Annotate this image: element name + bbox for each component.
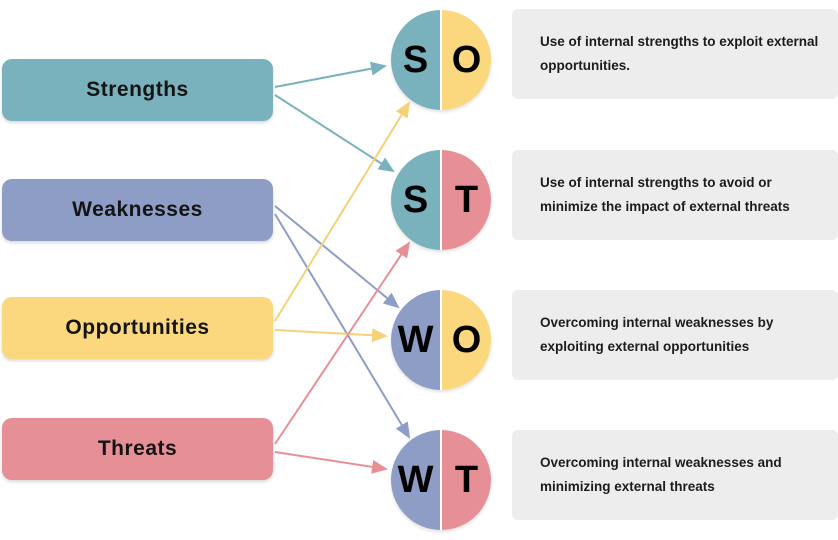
- circle-wt-right-half: T: [442, 430, 491, 530]
- circle-wo-right-half: O: [442, 290, 491, 390]
- combo-letter-w: W: [397, 318, 434, 361]
- arrow-weaknesses-to-wo: [274, 205, 400, 309]
- arrow-threats-to-wt: [274, 451, 388, 474]
- category-box-threats: Threats: [2, 418, 273, 480]
- category-box-strengths: Strengths: [2, 59, 273, 121]
- combo-letter-s: S: [402, 178, 429, 221]
- circle-so-left-half: S: [391, 10, 440, 110]
- circle-divider: [440, 10, 442, 110]
- description-text-wo: Overcoming internal weaknesses by exploi…: [540, 315, 774, 354]
- combo-letter-s: S: [402, 38, 429, 81]
- arrow-threats-to-st: [274, 241, 411, 445]
- description-text-wt: Overcoming internal weaknesses and minim…: [540, 455, 782, 494]
- combo-circle-wt: W T: [391, 430, 491, 530]
- circle-st-right-half: T: [442, 150, 491, 250]
- circle-st-left-half: S: [391, 150, 440, 250]
- combo-letter-t: T: [454, 458, 479, 501]
- category-box-weaknesses: Weaknesses: [2, 179, 273, 241]
- arrow-strengths-to-st: [274, 94, 395, 173]
- description-text-so: Use of internal strengths to exploit ext…: [540, 34, 819, 73]
- arrow-opportunities-to-wo: [274, 328, 388, 343]
- combo-circle-wo: W O: [391, 290, 491, 390]
- combo-letter-w: W: [397, 458, 434, 501]
- arrow-weaknesses-to-wt: [274, 213, 411, 439]
- description-box-wt: Overcoming internal weaknesses and minim…: [512, 430, 838, 520]
- circle-wo-left-half: W: [391, 290, 440, 390]
- arrow-opportunities-to-so: [274, 101, 411, 322]
- category-label-opportunities: Opportunities: [65, 316, 210, 339]
- description-text-st: Use of internal strengths to avoid or mi…: [540, 175, 790, 214]
- combo-letter-t: T: [454, 178, 479, 221]
- combo-circle-st: S T: [391, 150, 491, 250]
- description-box-so: Use of internal strengths to exploit ext…: [512, 9, 838, 99]
- circle-divider: [440, 430, 442, 530]
- combo-circle-so: S O: [391, 10, 491, 110]
- arrow-strengths-to-so: [274, 61, 387, 88]
- combo-letter-o: O: [451, 38, 482, 81]
- circle-divider: [440, 290, 442, 390]
- category-label-threats: Threats: [97, 437, 178, 460]
- category-label-strengths: Strengths: [86, 78, 189, 101]
- circle-divider: [440, 150, 442, 250]
- circle-so-right-half: O: [442, 10, 491, 110]
- description-box-wo: Overcoming internal weaknesses by exploi…: [512, 290, 838, 380]
- description-box-st: Use of internal strengths to avoid or mi…: [512, 150, 838, 240]
- category-box-opportunities: Opportunities: [2, 297, 273, 359]
- category-label-weaknesses: Weaknesses: [72, 198, 203, 221]
- combo-letter-o: O: [451, 318, 482, 361]
- circle-wt-left-half: W: [391, 430, 440, 530]
